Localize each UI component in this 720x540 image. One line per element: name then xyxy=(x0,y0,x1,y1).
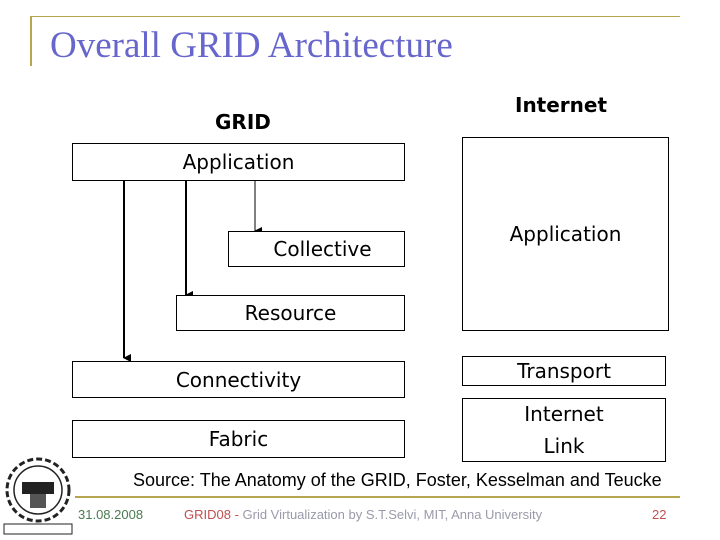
connectivity-layer: Connectivity xyxy=(72,361,405,398)
slide-title: Overall GRID Architecture xyxy=(50,25,453,66)
university-logo-graphic xyxy=(3,457,73,535)
internet-link-label-line2: Link xyxy=(543,434,585,458)
connectivity-label: Connectivity xyxy=(175,367,302,392)
internet-heading: Internet xyxy=(515,93,608,117)
grid-application-layer: Application xyxy=(72,143,405,181)
internet-link-label-line1: Internet xyxy=(524,402,604,426)
fabric-layer: Fabric xyxy=(72,420,405,458)
transport-layer: Transport xyxy=(462,356,666,386)
internet-link-layer: Internet Link xyxy=(462,398,666,462)
footer-course-text: Grid Virtualization by S.T.Selvi, MIT, A… xyxy=(242,507,543,522)
collective-layer: Collective xyxy=(228,231,405,267)
title-top-rule xyxy=(30,16,680,17)
resource-layer: Resource xyxy=(176,295,405,331)
footer-course: GRID08 - Grid Virtualization by S.T.Selv… xyxy=(184,507,542,523)
grid-heading: GRID xyxy=(215,110,271,134)
page-number: 22 xyxy=(652,507,667,522)
university-logo xyxy=(2,456,74,536)
internet-application-layer: Application xyxy=(462,137,669,331)
fabric-label: Fabric xyxy=(208,427,269,451)
grid-application-label: Application xyxy=(182,150,295,174)
footer-rule xyxy=(75,496,680,498)
resource-label: Resource xyxy=(244,301,337,325)
title-left-rule xyxy=(30,16,32,66)
source-citation: Source: The Anatomy of the GRID, Foster,… xyxy=(133,470,662,490)
footer-course-code: GRID08 - xyxy=(184,507,243,522)
collective-label: Collective xyxy=(273,237,372,261)
internet-application-label: Application xyxy=(509,222,622,246)
footer-date: 31.08.2008 xyxy=(78,507,144,522)
transport-label: Transport xyxy=(517,359,611,383)
